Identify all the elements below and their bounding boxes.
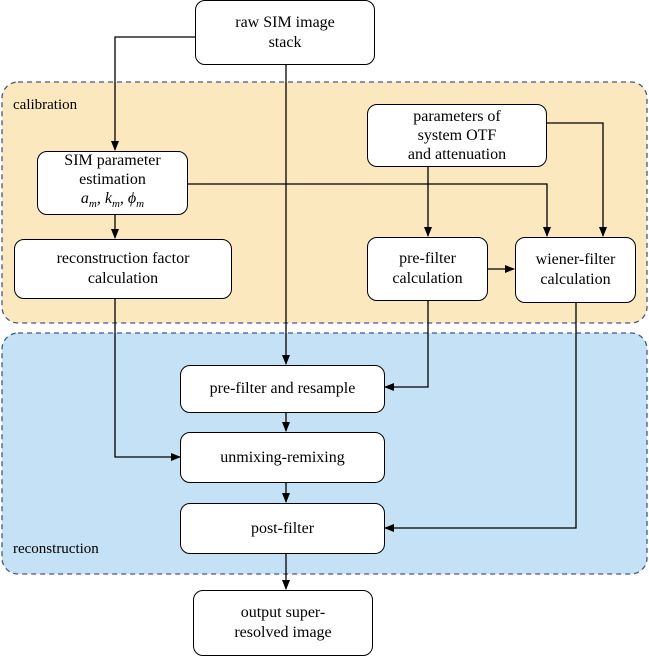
recon-factor-line2: calculation <box>87 270 159 287</box>
otf-line1: parameters of <box>413 108 501 125</box>
edge-otf-to-wiener <box>547 122 607 237</box>
symbol-phi: ϕ <box>127 190 137 208</box>
output-line1: output super- <box>240 604 326 621</box>
unmixing-label: unmixing-remixing <box>220 448 345 466</box>
sim-param-symbols: am, km, ϕm <box>80 190 145 211</box>
subscript-m-3: m <box>136 198 145 211</box>
edge-prefilter-calc-to-resample <box>384 300 429 391</box>
otf-line3: and attenuation <box>407 146 507 163</box>
raw-stack-line2: stack <box>268 33 302 51</box>
raw-sim-image-stack-node: raw SIM image stack <box>195 0 375 65</box>
wiener-calc-line1: wiener-filter <box>535 251 616 268</box>
prefilter-calc-line2: calculation <box>392 270 463 287</box>
reconstruction-factor-node: reconstruction factor calculation <box>14 239 232 299</box>
wiener-calc-line2: calculation <box>540 271 611 288</box>
raw-stack-line1: raw SIM image <box>235 13 335 31</box>
subscript-m-1: m <box>88 198 97 211</box>
sim-param-line1: SIM parameter <box>64 152 161 170</box>
sim-param-line2: estimation <box>79 171 146 189</box>
subscript-m-2: m <box>111 198 120 211</box>
prefilter-resample-label: pre-filter and resample <box>209 380 356 397</box>
symbol-a: a <box>80 190 89 208</box>
sim-parameter-estimation-node: SIM parameter estimation am, km, ϕm <box>37 151 188 215</box>
unmixing-remixing-node: unmixing-remixing <box>180 432 385 483</box>
otf-parameters-node: parameters of system OTF and attenuation <box>367 104 547 167</box>
reconstruction-label: reconstruction <box>13 541 99 557</box>
edge-raw-to-sim-param <box>111 36 195 151</box>
post-filter-node: post-filter <box>180 503 385 554</box>
prefilter-calc-line1: pre-filter <box>399 250 456 267</box>
calibration-label: calibration <box>13 97 78 113</box>
wiener-filter-calculation-node: wiener-filter calculation <box>515 237 636 303</box>
edge-wiener-to-postfilter <box>384 302 577 532</box>
prefilter-resample-node: pre-filter and resample <box>180 365 385 413</box>
output-line2: resolved image <box>234 624 332 641</box>
edge-recon-factor-to-unmixing <box>114 298 181 461</box>
output-image-node: output super- resolved image <box>193 590 373 656</box>
symbol-k: k <box>104 190 112 208</box>
edge-sim-param-to-wiener <box>188 183 551 237</box>
otf-line2: system OTF <box>417 127 497 144</box>
recon-factor-line1: reconstruction factor <box>56 250 190 267</box>
prefilter-calculation-node: pre-filter calculation <box>367 237 488 301</box>
postfilter-label: post-filter <box>250 519 315 537</box>
